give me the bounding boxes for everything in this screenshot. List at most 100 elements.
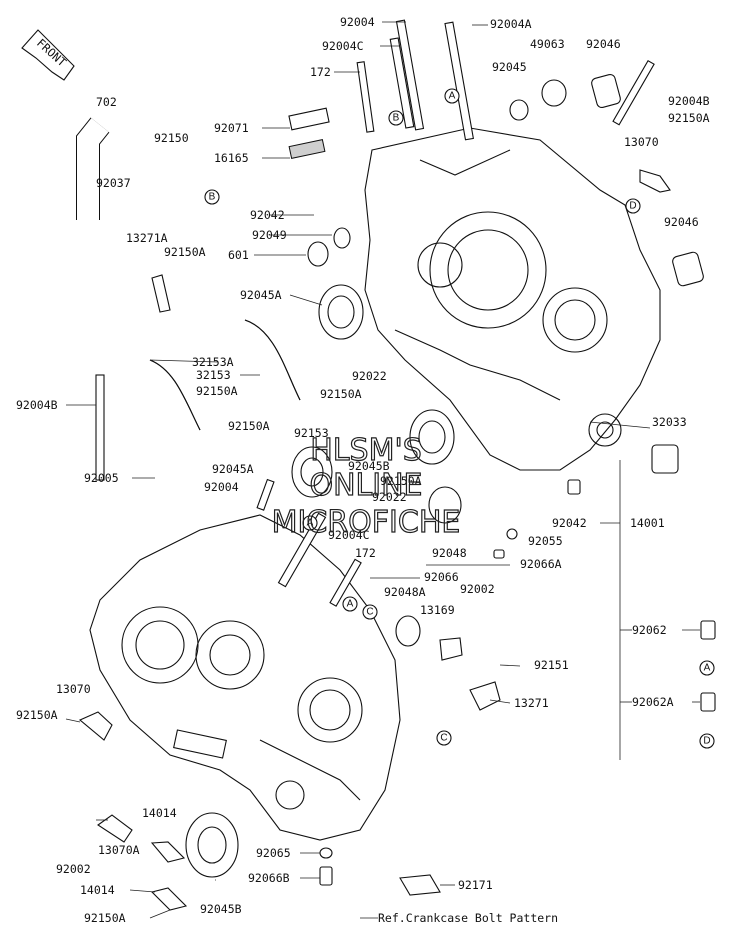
part-label: 92002 bbox=[56, 862, 91, 876]
marker-label: C bbox=[366, 607, 373, 618]
part-label: 92150A bbox=[196, 384, 238, 398]
marker-label: A bbox=[307, 518, 314, 529]
part-label: 92045B bbox=[200, 902, 242, 916]
watermark: HLSM'S ONLINE MICROFICHE bbox=[271, 432, 461, 540]
part-label: 92004 bbox=[340, 15, 375, 29]
part-label: 49063 bbox=[530, 37, 565, 51]
part-label: 92045B bbox=[348, 459, 390, 473]
part-label: 92045A bbox=[240, 288, 282, 302]
part-label: 92150A bbox=[380, 474, 422, 488]
marker-label: A bbox=[347, 599, 354, 610]
part-label: 92004 bbox=[204, 480, 239, 494]
marker-a-4: A bbox=[699, 660, 715, 676]
part-label: 92045 bbox=[492, 60, 527, 74]
part-label: 172 bbox=[355, 546, 376, 560]
part-label: 92005 bbox=[84, 471, 119, 485]
reference-markers: B A B D A A C A C D bbox=[204, 88, 715, 749]
part-label: 92150A bbox=[320, 387, 362, 401]
part-label: 92004B bbox=[668, 94, 710, 108]
part-label: 92150 bbox=[154, 131, 189, 145]
part-label: 13070A bbox=[98, 843, 140, 857]
part-label: 92066 bbox=[424, 570, 459, 584]
part-label: 92046 bbox=[664, 215, 699, 229]
part-label: 702 bbox=[96, 95, 117, 109]
part-label: 92066A bbox=[520, 557, 562, 571]
part-label: 92171 bbox=[458, 878, 493, 892]
marker-a-3: A bbox=[342, 596, 358, 612]
part-label: 92062 bbox=[632, 623, 667, 637]
reference-note: Ref.Crankcase Bolt Pattern bbox=[378, 911, 558, 925]
upper-crankcase-half bbox=[364, 127, 661, 471]
lower-crankcase-half bbox=[89, 514, 401, 841]
part-label: 92151 bbox=[534, 658, 569, 672]
part-label: 92062A bbox=[632, 695, 674, 709]
watermark-line-2: ONLINE bbox=[309, 468, 422, 503]
part-label: 92150A bbox=[16, 708, 58, 722]
part-label: 13271 bbox=[514, 696, 549, 710]
part-label: 32153 bbox=[196, 368, 231, 382]
breather-hose-702 bbox=[76, 117, 110, 220]
part-label: 92055 bbox=[528, 534, 563, 548]
oil-pipes bbox=[149, 319, 301, 431]
leader-lines bbox=[65, 21, 700, 919]
marker-label: D bbox=[629, 201, 636, 212]
part-label: 92046 bbox=[586, 37, 621, 51]
watermark-line-3: MICROFICHE bbox=[272, 505, 461, 540]
marker-label: B bbox=[209, 192, 216, 203]
part-label: 92150A bbox=[668, 111, 710, 125]
bearings bbox=[185, 73, 704, 878]
part-number-labels: 92004 92004A 92004C 49063 92046 172 9204… bbox=[16, 15, 710, 925]
part-label: 14014 bbox=[142, 806, 177, 820]
marker-a-1: A bbox=[444, 88, 460, 104]
part-label: 92045A bbox=[212, 462, 254, 476]
part-label: 92037 bbox=[96, 176, 131, 190]
part-label: 92022 bbox=[372, 490, 407, 504]
part-label: 32033 bbox=[652, 415, 687, 429]
part-label: 92153 bbox=[294, 426, 329, 440]
part-label: 92150A bbox=[228, 419, 270, 433]
part-label: 92150A bbox=[164, 245, 206, 259]
part-label: 92048 bbox=[432, 546, 467, 560]
part-label: 13070 bbox=[56, 682, 91, 696]
part-label: 601 bbox=[228, 248, 249, 262]
part-label: 172 bbox=[310, 65, 331, 79]
part-label: 92042 bbox=[552, 516, 587, 530]
part-label: 92066B bbox=[248, 871, 290, 885]
part-label: 92049 bbox=[252, 228, 287, 242]
marker-label: A bbox=[704, 663, 711, 674]
part-label: 13169 bbox=[420, 603, 455, 617]
marker-b-1: B bbox=[204, 189, 220, 205]
marker-d-1: D bbox=[625, 198, 641, 214]
part-label: 92004A bbox=[490, 17, 532, 31]
studs bbox=[95, 19, 655, 607]
part-label: 92150A bbox=[84, 911, 126, 925]
part-label: 92048A bbox=[384, 585, 426, 599]
marker-b-2: B bbox=[388, 110, 404, 126]
part-label: 92071 bbox=[214, 121, 249, 135]
part-label: 13070 bbox=[624, 135, 659, 149]
part-label: 92004C bbox=[322, 39, 364, 53]
part-label: 16165 bbox=[214, 151, 249, 165]
marker-c-2: C bbox=[436, 730, 452, 746]
marker-label: B bbox=[393, 113, 400, 124]
part-label: 92042 bbox=[250, 208, 285, 222]
part-label: 92022 bbox=[352, 369, 387, 383]
part-label: 14001 bbox=[630, 516, 665, 530]
part-label: 92002 bbox=[460, 582, 495, 596]
marker-d-2: D bbox=[699, 733, 715, 749]
marker-label: D bbox=[703, 736, 710, 747]
gaskets-and-plates bbox=[78, 107, 716, 911]
part-label: 92004B bbox=[16, 398, 58, 412]
marker-a-2: A bbox=[302, 515, 318, 531]
marker-c-1: C bbox=[362, 604, 378, 620]
part-label: 92065 bbox=[256, 846, 291, 860]
marker-label: C bbox=[440, 733, 447, 744]
part-label: 92004C bbox=[328, 528, 370, 542]
front-arrow-icon: FRONT bbox=[21, 29, 75, 81]
part-label: 14014 bbox=[80, 883, 115, 897]
marker-label: A bbox=[449, 91, 456, 102]
watermark-line-1: HLSM'S bbox=[310, 433, 422, 468]
part-label: 32153A bbox=[192, 355, 234, 369]
part-label: 13271A bbox=[126, 231, 168, 245]
